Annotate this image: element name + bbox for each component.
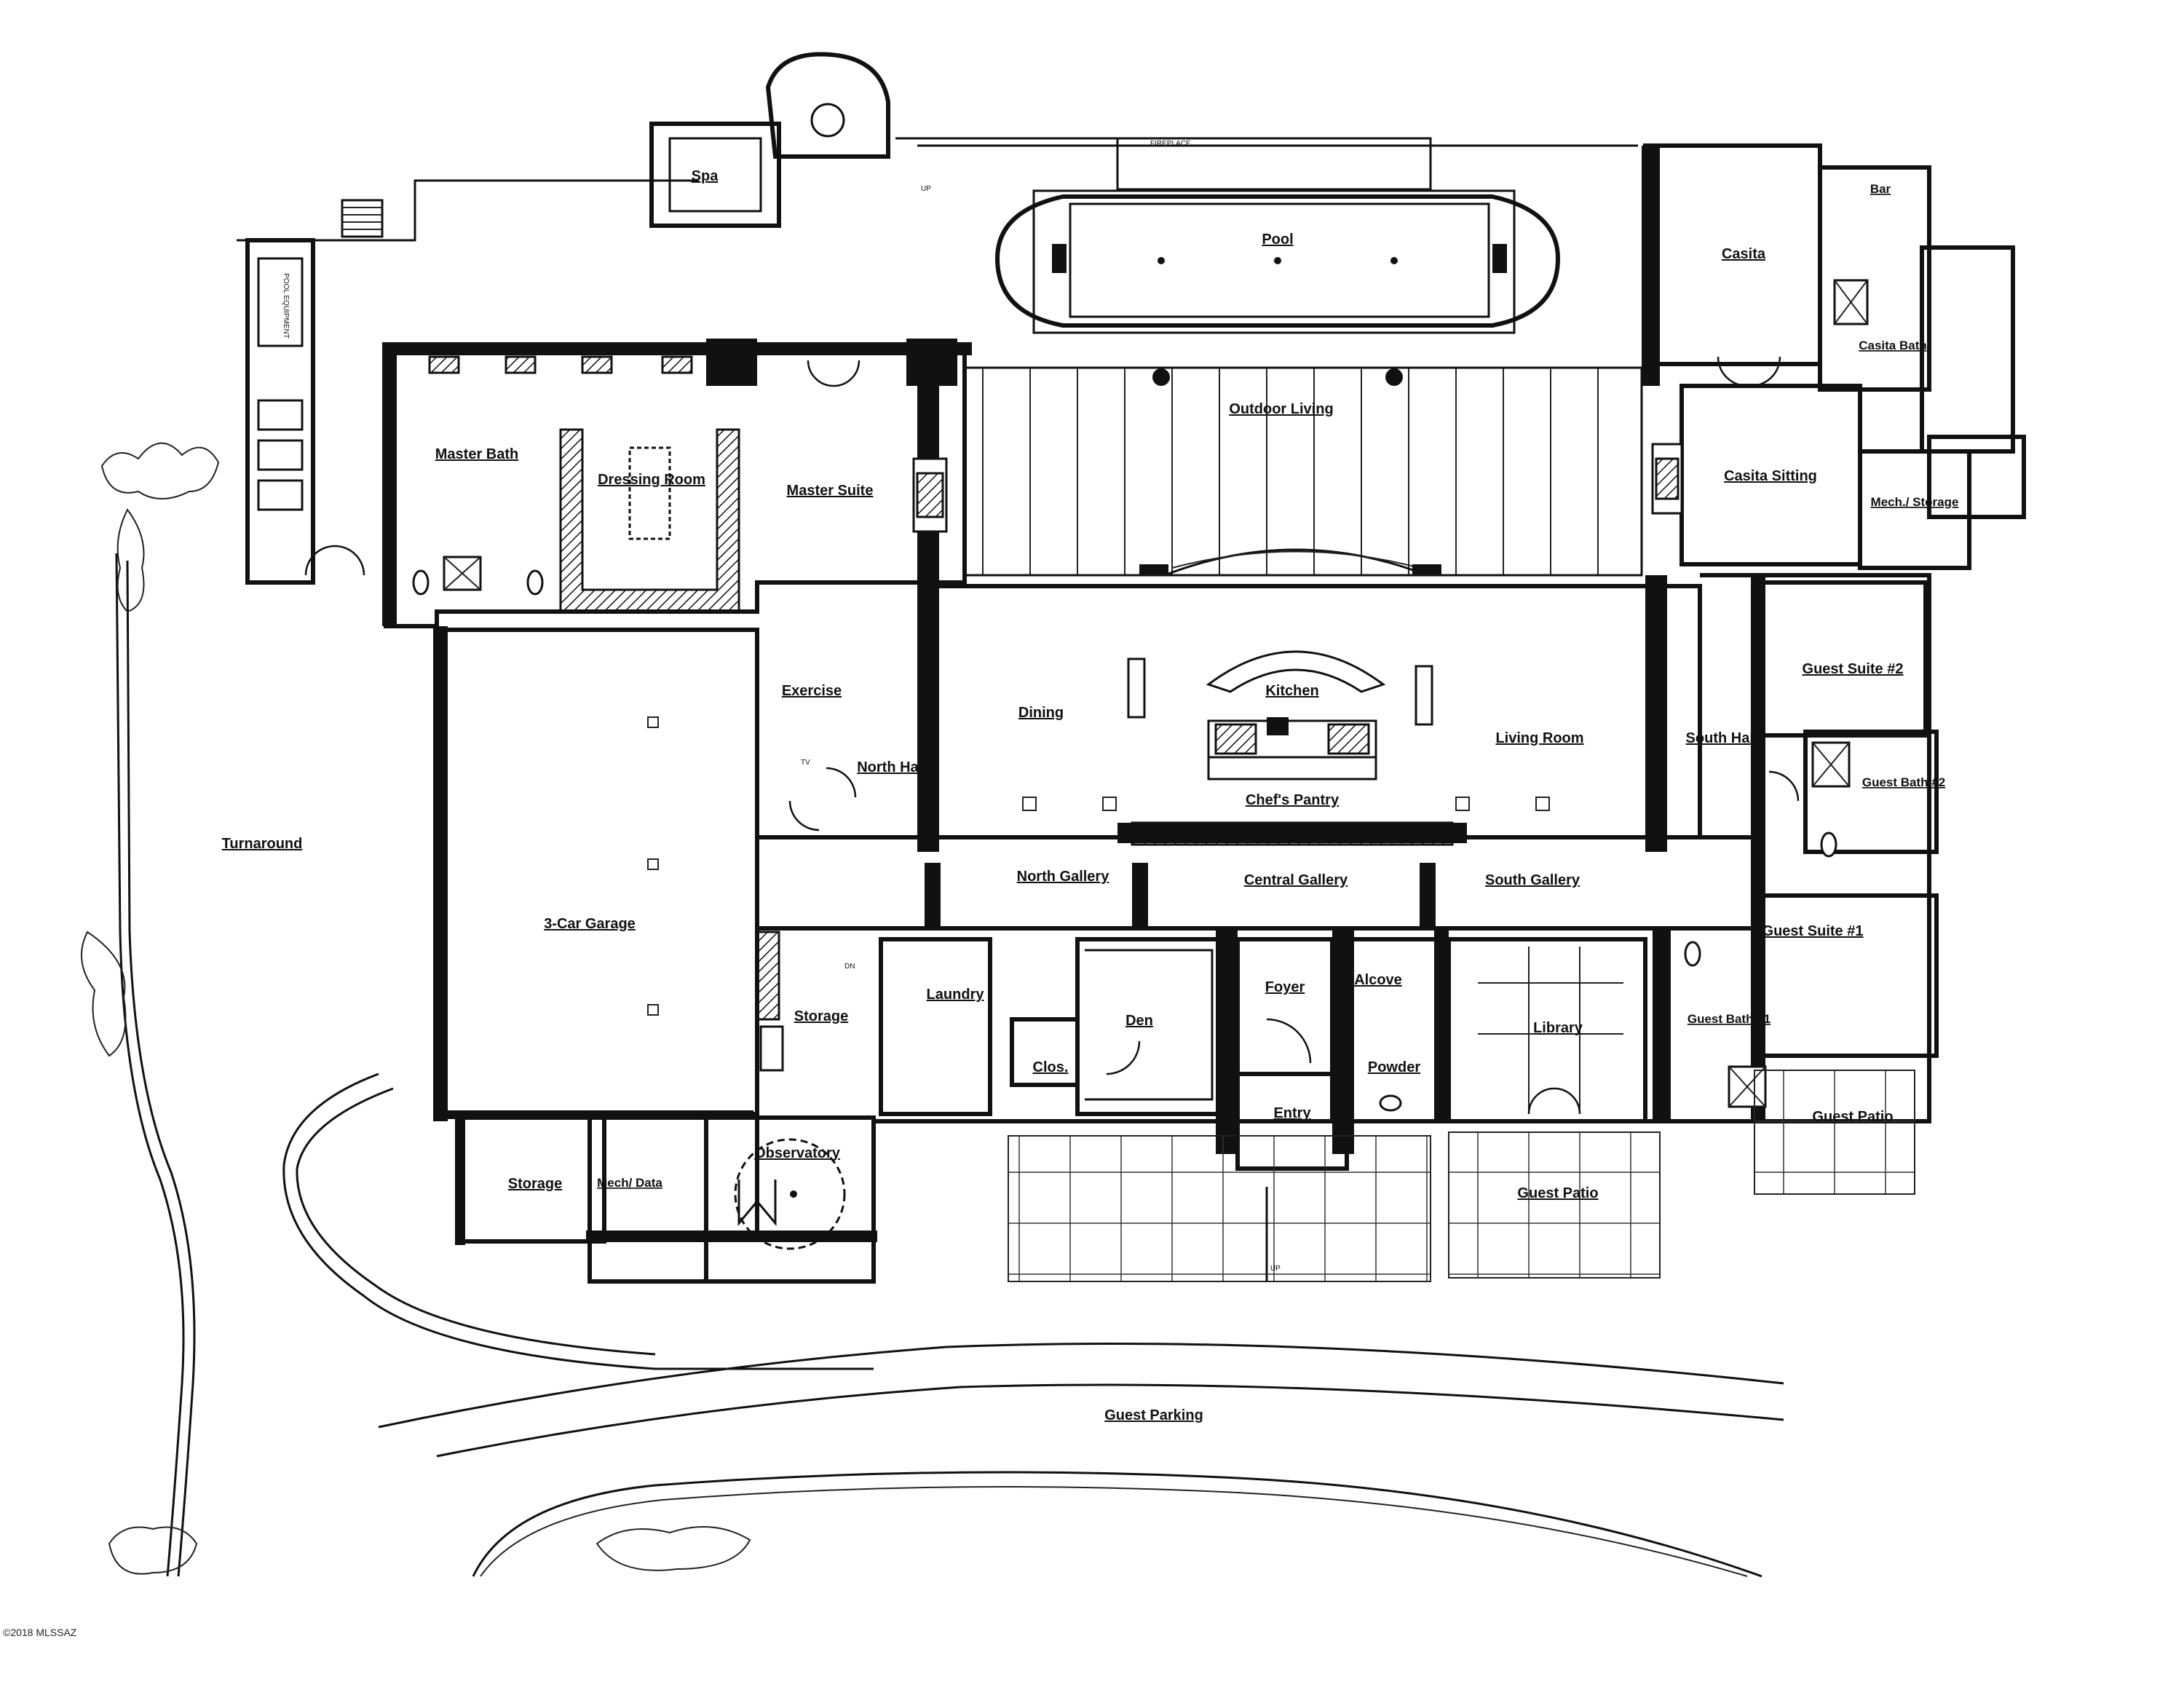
label-spa: Spa xyxy=(692,168,719,184)
label-guest-bath-2: Guest Bath #2 xyxy=(1862,775,1945,789)
label-entry: Entry xyxy=(1273,1105,1311,1121)
label-powder: Powder xyxy=(1368,1059,1420,1075)
label-library: Library xyxy=(1533,1020,1583,1036)
label-guest-parking: Guest Parking xyxy=(1104,1407,1203,1423)
label-guest-suite-1: Guest Suite #1 xyxy=(1762,923,1864,939)
label-up-terrace: UP xyxy=(921,185,931,193)
label-casita-sitting: Casita Sitting xyxy=(1724,468,1817,484)
label-central-gallery: Central Gallery xyxy=(1244,872,1348,888)
outdoor-living-grid xyxy=(912,366,1683,577)
label-dressing-room: Dressing Room xyxy=(598,472,705,488)
small-annotations: POOL EQUIPMENT UP UP FIREPLACE TV DN xyxy=(282,140,1281,1273)
label-pool-equipment: POOL EQUIPMENT xyxy=(282,273,290,339)
label-storage-west: Storage xyxy=(794,1008,848,1024)
site-landscape xyxy=(81,442,1784,1578)
label-outdoor-living: Outdoor Living xyxy=(1229,401,1333,417)
label-dn: DN xyxy=(844,963,855,971)
pool-equipment-area xyxy=(245,238,365,585)
label-up-front: UP xyxy=(1270,1265,1281,1273)
label-master-bath: Master Bath xyxy=(435,446,518,462)
label-exercise: Exercise xyxy=(782,683,842,699)
label-guest-patio-east: Guest Patio xyxy=(1812,1109,1893,1125)
room-labels: Spa Pool Casita Bar Casita Bath Casita S… xyxy=(222,168,1959,1423)
label-pool: Pool xyxy=(1262,232,1293,248)
door-swings xyxy=(788,356,1800,1115)
label-fireplace: FIREPLACE xyxy=(1150,140,1191,148)
label-turnaround: Turnaround xyxy=(222,836,303,852)
spa-outline xyxy=(649,122,781,228)
front-pavers xyxy=(1008,1070,1915,1282)
label-guest-suite-2: Guest Suite #2 xyxy=(1803,661,1904,677)
label-bar: Bar xyxy=(1870,182,1891,196)
pool-outline xyxy=(994,194,1561,328)
copyright-notice: ©2018 MLSSAZ xyxy=(3,1627,77,1638)
pool-terrace xyxy=(237,52,1638,334)
label-casita-bath: Casita Bath xyxy=(1859,339,1927,352)
kitchen-bar xyxy=(1206,650,1386,693)
label-south-gallery: South Gallery xyxy=(1485,872,1580,888)
label-kitchen: Kitchen xyxy=(1265,683,1318,699)
label-master-suite: Master Suite xyxy=(787,483,874,499)
label-guest-bath-1: Guest Bath #1 xyxy=(1688,1012,1770,1026)
label-north-hall: North Hall xyxy=(857,759,927,775)
label-guest-patio: Guest Patio xyxy=(1517,1185,1598,1201)
label-foyer: Foyer xyxy=(1265,979,1305,995)
label-south-hall: South Hall xyxy=(1686,730,1758,746)
label-alcove: Alcove xyxy=(1354,972,1402,988)
label-den: Den xyxy=(1125,1013,1153,1029)
label-dining: Dining xyxy=(1018,705,1064,721)
observatory-dome xyxy=(734,1138,846,1250)
label-clos: Clos. xyxy=(1033,1059,1069,1075)
label-living-room: Living Room xyxy=(1495,730,1583,746)
label-garage: 3-Car Garage xyxy=(544,916,636,932)
label-mech-data: Mech/ Data xyxy=(597,1176,662,1190)
label-laundry: Laundry xyxy=(927,987,985,1003)
label-tv: TV xyxy=(801,759,810,767)
label-observatory: Observatory xyxy=(754,1145,841,1161)
label-mech-storage-east: Mech./ Storage xyxy=(1871,495,1959,509)
label-casita: Casita xyxy=(1722,246,1766,262)
label-chefs-pantry: Chef's Pantry xyxy=(1246,792,1340,808)
label-storage-garage: Storage xyxy=(508,1176,562,1192)
house-walls xyxy=(382,143,2026,1284)
label-north-gallery: North Gallery xyxy=(1017,869,1110,885)
